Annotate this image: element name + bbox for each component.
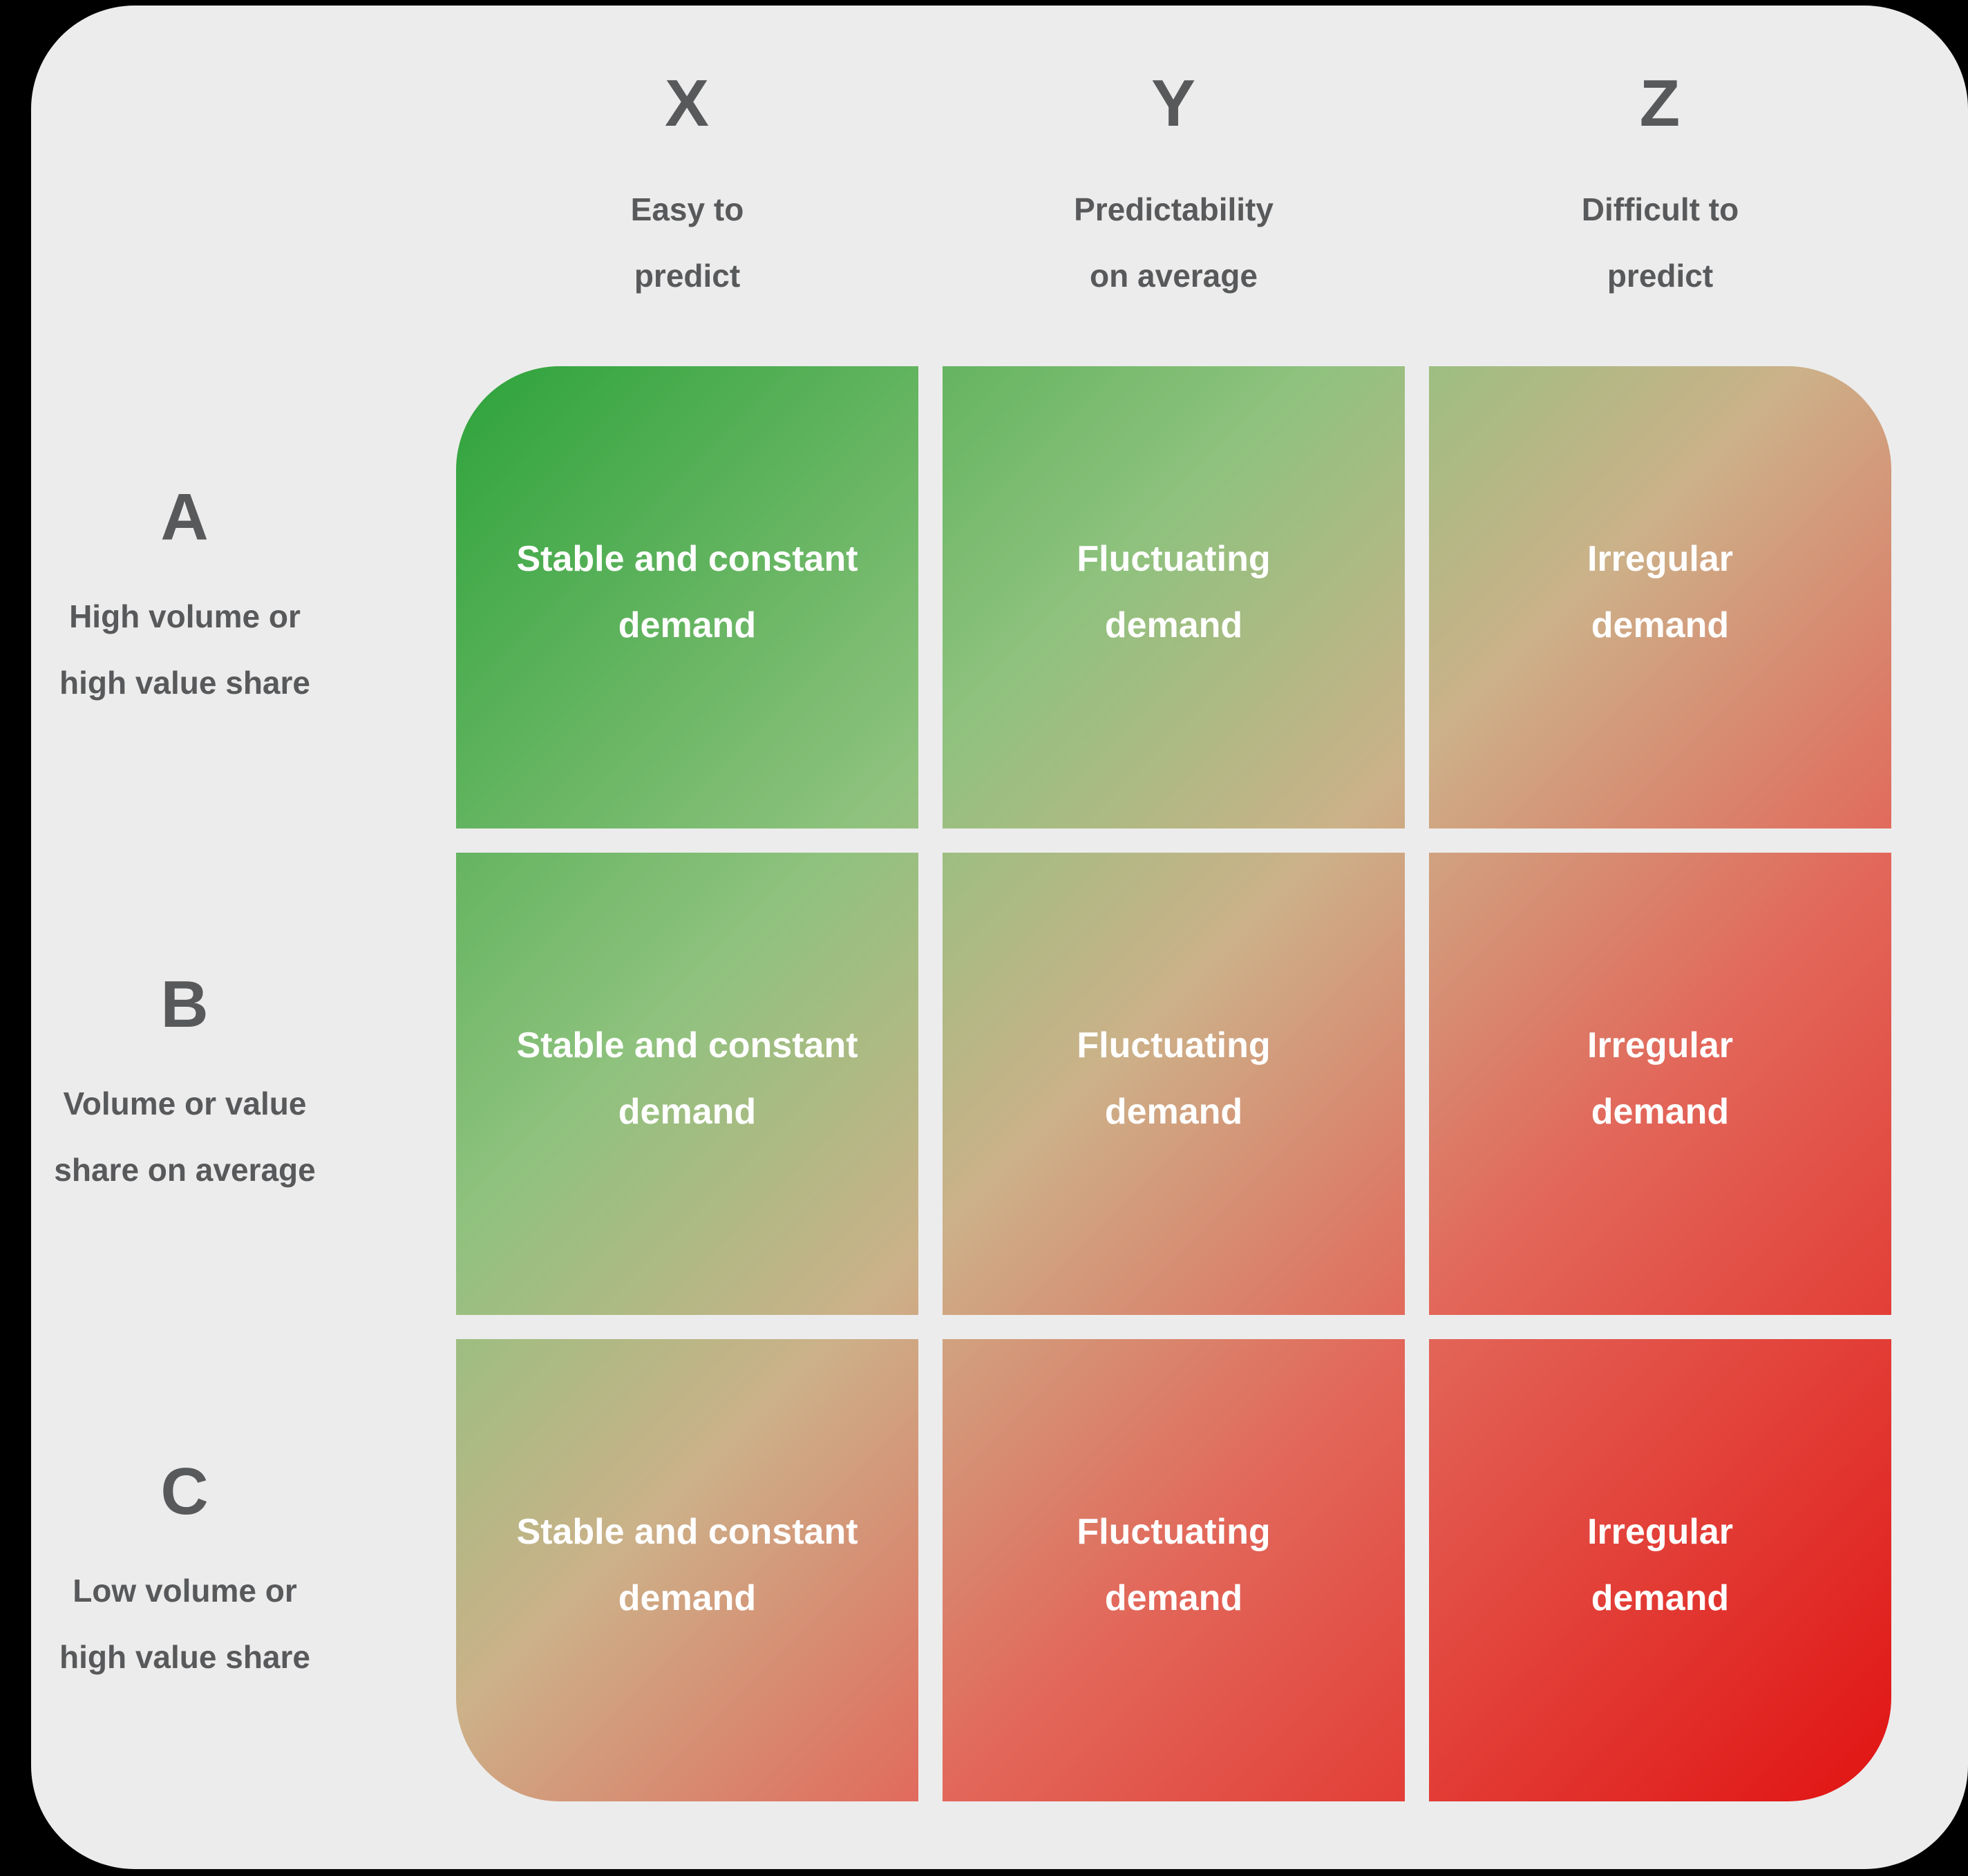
row-sublabel-c: Low volume or high value share (59, 1572, 310, 1675)
matrix-cell-az: Irregular demand (1429, 366, 1891, 828)
column-header-y: Y Predictability on average (943, 66, 1405, 309)
matrix-cell-cy: Fluctuating demand (943, 1339, 1405, 1801)
matrix-cell-bx: Stable and constant demand (456, 853, 918, 1315)
matrix-cell-cx: Stable and constant demand (456, 1339, 918, 1801)
column-header-x: X Easy to predict (456, 66, 918, 309)
column-letter-z: Z (1639, 66, 1681, 140)
row-letter-c: C (160, 1454, 209, 1528)
row-letter-a: A (160, 480, 209, 554)
column-letter-y: Y (1151, 66, 1197, 140)
matrix-cell-by: Fluctuating demand (943, 853, 1405, 1315)
matrix-cell-cz: Irregular demand (1429, 1339, 1891, 1801)
column-header-z: Z Difficult to predict (1429, 66, 1891, 309)
cell-label-cx: Stable and constant demand (516, 1511, 858, 1618)
cell-label-ax: Stable and constant demand (516, 538, 858, 645)
row-letter-b: B (160, 967, 209, 1041)
matrix-cell-ax: Stable and constant demand (456, 366, 918, 828)
row-sublabel-b: Volume or value share on average (54, 1085, 316, 1188)
matrix-cell-bz: Irregular demand (1429, 853, 1891, 1315)
cell-label-cy: Fluctuating demand (1077, 1511, 1271, 1618)
cell-label-bz: Irregular demand (1587, 1025, 1733, 1132)
matrix-cell-ay: Fluctuating demand (943, 366, 1405, 828)
column-letter-x: X (664, 66, 710, 140)
cell-label-bx: Stable and constant demand (516, 1025, 858, 1132)
row-sublabel-a: High volume or high value share (59, 598, 310, 701)
row-label-c: C Low volume or high value share (31, 1340, 339, 1803)
cell-label-az: Irregular demand (1587, 538, 1733, 645)
matrix-grid: Stable and constant demand Fluctuating d… (456, 366, 1891, 1801)
row-label-b: B Volume or value share on average (31, 853, 339, 1316)
column-label-y: Predictability on average (1074, 191, 1274, 294)
column-label-x: Easy to predict (630, 191, 744, 294)
cell-label-by: Fluctuating demand (1077, 1025, 1271, 1132)
column-label-z: Difficult to predict (1581, 191, 1739, 294)
row-label-a: A High volume or high value share (31, 366, 339, 828)
cell-label-cz: Irregular demand (1587, 1511, 1733, 1618)
cell-label-ay: Fluctuating demand (1077, 538, 1271, 645)
